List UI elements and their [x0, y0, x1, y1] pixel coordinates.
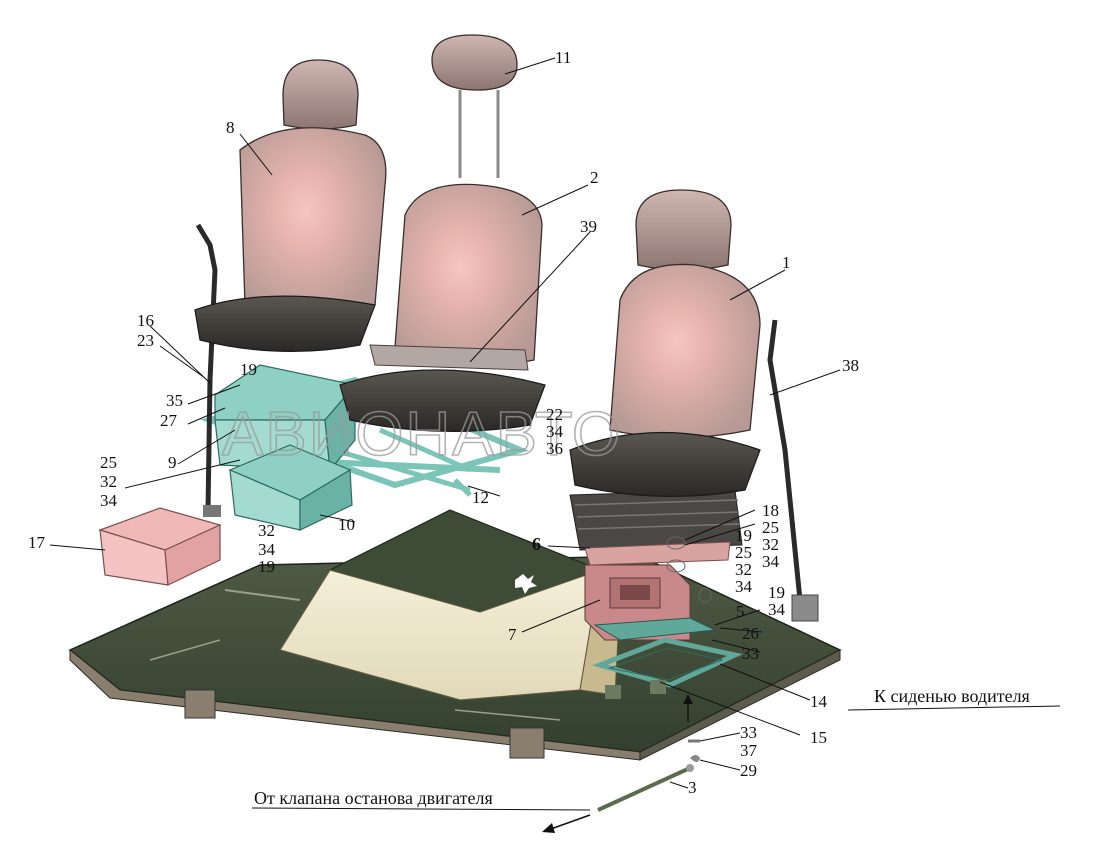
callout-8: 8 [226, 118, 235, 137]
callout-19c: 19 [735, 526, 752, 545]
callout-27: 27 [160, 411, 178, 430]
callout-9: 9 [168, 453, 177, 472]
leader-lines [49, 57, 1061, 811]
callout-3: 3 [688, 778, 697, 797]
left-seat-belt [195, 223, 221, 517]
seat-middle [339, 34, 546, 433]
callout-34f: 34 [768, 600, 786, 619]
callout-25b: 25 [762, 518, 779, 537]
callout-34c: 34 [258, 540, 276, 559]
arrow-to-driver-seat-icon [683, 694, 693, 722]
callout-35: 35 [166, 391, 183, 410]
callout-labels: 11 8 2 39 1 38 16 23 19 35 27 9 25 32 34… [28, 48, 1030, 808]
callout-1: 1 [782, 253, 791, 272]
callout-6: 6 [532, 534, 541, 554]
callout-38: 38 [842, 356, 859, 375]
callout-7: 7 [508, 625, 517, 644]
callout-34a: 34 [546, 422, 564, 441]
driver-seat-suspension [569, 489, 743, 603]
arrow-from-engine-valve-icon [542, 814, 591, 833]
callout-19d: 19 [768, 583, 785, 602]
seat-box-lower [228, 444, 353, 531]
callout-11: 11 [555, 48, 571, 67]
callout-25c: 25 [735, 543, 752, 562]
callout-32c: 32 [762, 535, 779, 554]
callout-36: 36 [546, 439, 563, 458]
callout-14: 14 [810, 692, 828, 711]
note-to-driver-seat: К сиденью водителя [874, 686, 1030, 706]
callout-25a: 25 [100, 453, 117, 472]
seat-driver [569, 189, 761, 498]
callout-10: 10 [338, 515, 355, 534]
callout-34e: 34 [735, 577, 753, 596]
callout-32d: 32 [735, 560, 752, 579]
callout-32b: 32 [258, 521, 275, 540]
callout-37: 37 [740, 741, 758, 760]
callout-18: 18 [762, 501, 779, 520]
note-from-engine-valve: От клапана останова двигателя [254, 788, 493, 808]
callout-34d: 34 [762, 552, 780, 571]
callout-29: 29 [740, 761, 757, 780]
callout-22: 22 [546, 405, 563, 424]
callout-2: 2 [590, 168, 599, 187]
seat-slide-frames [592, 617, 743, 699]
seat-box-upper [214, 364, 357, 472]
callout-16: 16 [137, 311, 154, 330]
callout-39: 39 [580, 217, 597, 236]
callout-33b: 33 [740, 723, 757, 742]
valve-rod [597, 739, 700, 812]
callout-34b: 34 [100, 491, 118, 510]
callout-26: 26 [742, 624, 759, 643]
callout-12: 12 [472, 488, 489, 507]
callout-19a: 19 [240, 360, 257, 379]
seat-left [194, 59, 387, 352]
callout-23: 23 [137, 331, 154, 350]
callout-17: 17 [28, 533, 46, 552]
callout-32a: 32 [100, 472, 117, 491]
callout-33a: 33 [742, 644, 759, 663]
callout-15: 15 [810, 728, 827, 747]
storage-box [98, 507, 222, 586]
callout-19b: 19 [258, 557, 275, 576]
floor-marker-icon [515, 574, 537, 594]
watermark-text: АВИОНАВТО [222, 400, 622, 469]
callout-5: 5 [736, 602, 745, 621]
right-seat-belt [767, 319, 819, 622]
